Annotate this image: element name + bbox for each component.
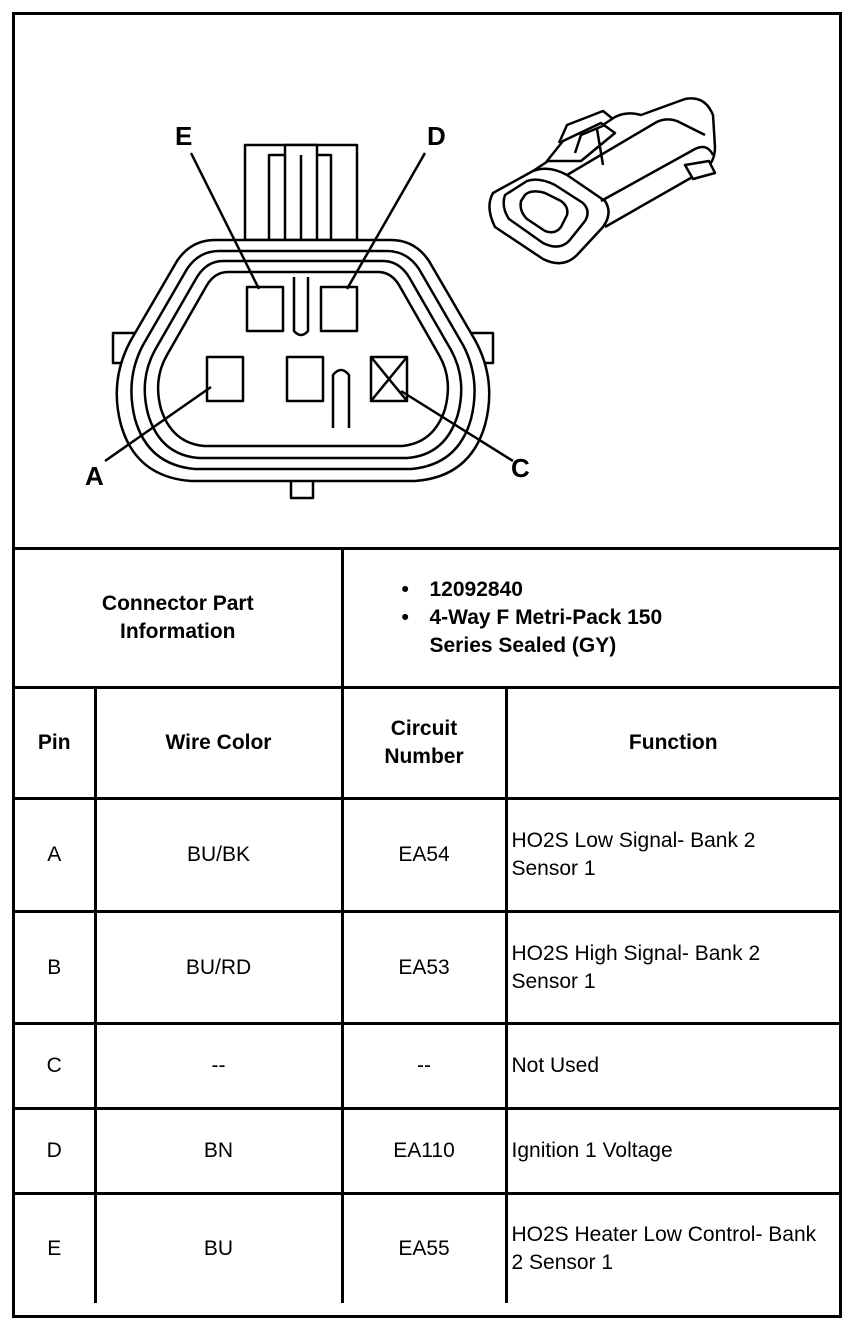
connector-diagram: E D A C: [15, 15, 839, 547]
pin-cell: D: [15, 1107, 97, 1195]
table-header-row: Pin Wire Color Circuit Number Function: [15, 686, 839, 800]
header-pin: Pin: [15, 686, 97, 800]
pin-cavity-b: [285, 355, 325, 403]
table-row: E BU EA55 HO2S Heater Low Control- Bank …: [15, 1192, 839, 1303]
pin-label-d: D: [427, 121, 446, 151]
function-cell: HO2S Low Signal- Bank 2 Sensor 1: [504, 797, 839, 913]
connector-info-row: Connector Part Information 12092840 4-Wa…: [15, 547, 839, 689]
function-cell: Ignition 1 Voltage: [504, 1107, 839, 1195]
pin-cell: B: [15, 910, 97, 1025]
part-number: 12092840: [402, 576, 836, 604]
wire-color-cell: BU: [93, 1192, 344, 1303]
wire-color-cell: --: [93, 1022, 344, 1110]
function-cell: HO2S High Signal- Bank 2 Sensor 1: [504, 910, 839, 1025]
leader-c: [400, 389, 514, 463]
connector-info-list: 12092840 4-Way F Metri-Pack 150 Series S…: [340, 547, 839, 689]
pin-label-c: C: [511, 453, 530, 483]
circuit-cell: EA53: [340, 910, 508, 1025]
key-slot-upper: [292, 277, 310, 337]
table-row: B BU/RD EA53 HO2S High Signal- Bank 2 Se…: [15, 910, 839, 1025]
connector-isometric-icon: [488, 97, 717, 265]
leader-a: [104, 385, 212, 463]
function-cell: Not Used: [504, 1022, 839, 1110]
function-cell: HO2S Heater Low Control- Bank 2 Sensor 1: [504, 1192, 839, 1303]
leader-d: [345, 152, 427, 290]
pin-cavity-e: [245, 285, 285, 333]
pin-cavity-c: [369, 355, 409, 403]
header-wire-color: Wire Color: [93, 686, 344, 800]
circuit-cell: EA55: [340, 1192, 508, 1303]
circuit-cell: EA110: [340, 1107, 508, 1195]
pinout-table: Connector Part Information 12092840 4-Wa…: [15, 547, 839, 1303]
table-row: A BU/BK EA54 HO2S Low Signal- Bank 2 Sen…: [15, 797, 839, 913]
wire-color-cell: BN: [93, 1107, 344, 1195]
connector-description: 4-Way F Metri-Pack 150 Series Sealed (GY…: [402, 604, 690, 660]
connector-end-view-frame: E D A C Connector Part Information 12092…: [12, 12, 842, 1318]
table-row: D BN EA110 Ignition 1 Voltage: [15, 1107, 839, 1195]
wire-color-cell: BU/RD: [93, 910, 344, 1025]
key-slot-lower: [331, 368, 351, 428]
circuit-cell: EA54: [340, 797, 508, 913]
header-circuit-number: Circuit Number: [340, 686, 508, 800]
connector-latch: [243, 143, 359, 242]
header-function: Function: [504, 686, 839, 800]
pin-cavity-a: [205, 355, 245, 403]
pin-cell: A: [15, 797, 97, 913]
connector-info-label: Connector Part Information: [15, 547, 344, 689]
pin-cell: E: [15, 1192, 97, 1303]
wire-color-cell: BU/BK: [93, 797, 344, 913]
pin-label-a: A: [85, 461, 104, 491]
pin-cavity-d: [319, 285, 359, 333]
circuit-cell: --: [340, 1022, 508, 1110]
table-row: C -- -- Not Used: [15, 1022, 839, 1110]
pin-cell: C: [15, 1022, 97, 1110]
leader-e: [189, 152, 261, 290]
pin-label-e: E: [175, 121, 192, 151]
